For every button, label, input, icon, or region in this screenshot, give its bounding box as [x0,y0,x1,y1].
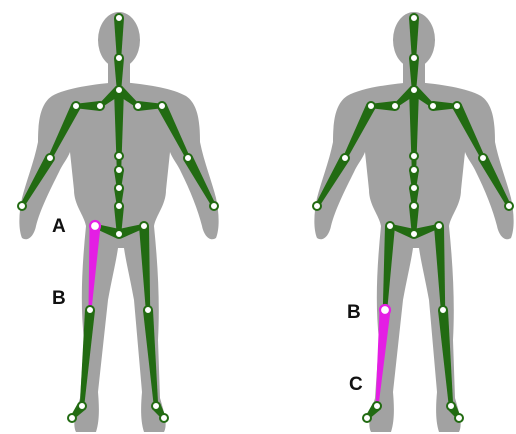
joint-pelvis [115,230,123,238]
joint-lShTip [367,102,375,110]
joint-lWr [313,202,321,210]
joint-lAnk [78,402,86,410]
joint-lFoot [68,414,76,422]
label-b: B [347,302,361,323]
joint-lWr [18,202,26,210]
joint-rFoot [160,414,168,422]
joint-lElb [341,154,349,162]
joint-head [410,14,418,22]
skeleton-bones [315,18,511,419]
label-c: C [349,374,363,395]
joint-rKnee [439,306,447,314]
joint-sp3 [115,202,123,210]
joint-rElb [184,154,192,162]
joint-lElb [46,154,54,162]
joint-chest [410,152,418,160]
joint-rSh [429,102,437,110]
joint-rAnk [447,402,455,410]
joint-sp1 [410,166,418,174]
joint-chestTop [115,86,123,94]
joint-rWr [505,202,513,210]
left-figure: A B [18,12,219,432]
joint-rShTip [158,102,166,110]
joint-rFoot [455,414,463,422]
joint-lShTip [72,102,80,110]
joint-rElb [479,154,487,162]
joint-rWr [210,202,218,210]
joint-head [115,14,123,22]
joint-rKnee [144,306,152,314]
joint-pelvis [410,230,418,238]
label-a: A [52,216,66,237]
joint-rHip [140,222,148,230]
joint-sp1 [115,166,123,174]
joint-rSh [134,102,142,110]
joint-sp3 [410,202,418,210]
joint-neck [115,54,123,62]
joint-neck [410,54,418,62]
joint-rAnk [152,402,160,410]
joint-lSh [96,102,104,110]
joint-lKnee [86,306,94,314]
joint-rHip [435,222,443,230]
joint-lKnee [380,305,390,315]
skeleton-bones [20,18,216,419]
label-b: B [52,288,66,309]
joint-lHip [386,222,394,230]
joint-lHip [90,221,100,231]
joint-sp2 [115,184,123,192]
joint-chest [115,152,123,160]
joint-sp2 [410,184,418,192]
joint-lFoot [363,414,371,422]
joint-lAnk [373,402,381,410]
joint-lSh [391,102,399,110]
right-figure: B C [313,12,514,432]
joint-rShTip [453,102,461,110]
joint-chestTop [410,86,418,94]
